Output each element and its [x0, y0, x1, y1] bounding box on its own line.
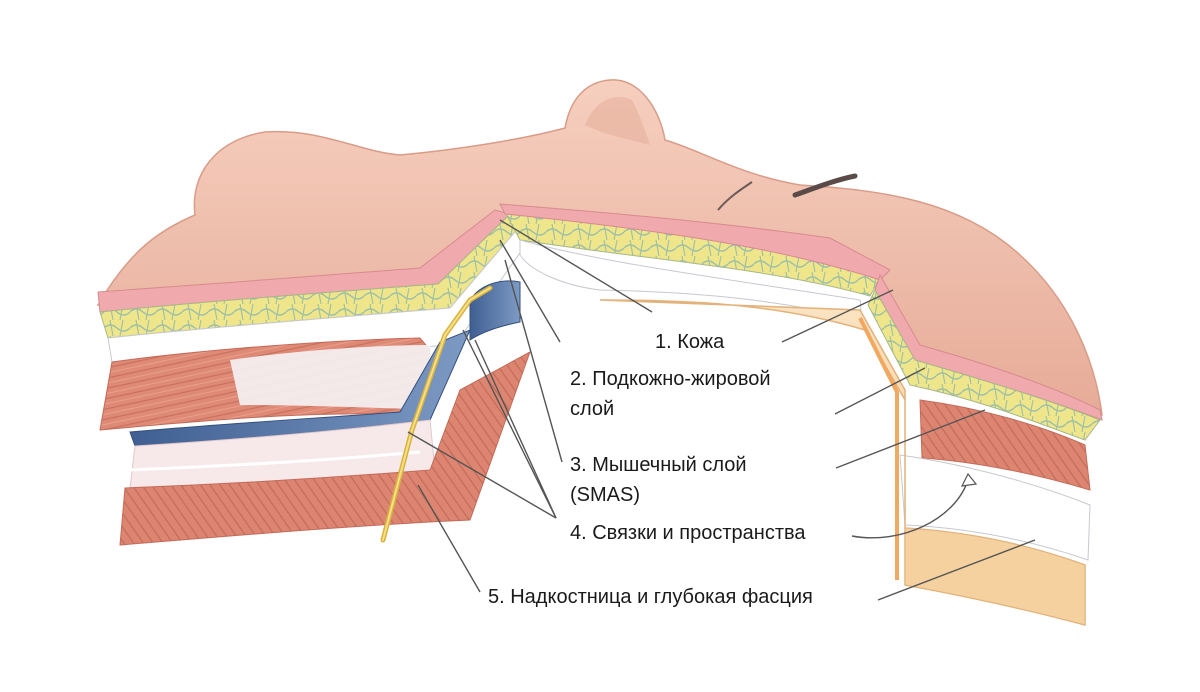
bone-bottom-face: [904, 527, 1086, 626]
eyelash-line: [717, 181, 753, 211]
ligament-arrowhead: [960, 472, 978, 487]
leader-lines: [407, 219, 1036, 601]
nose-shading: [585, 97, 650, 145]
label-ligaments: 4. Связки и пространства: [570, 522, 806, 544]
label-fat-line1: 2. Подкожно-жировой: [570, 368, 771, 390]
leader-line-periosteum-right: [877, 539, 1036, 601]
leader-line-muscle-left: [504, 259, 563, 463]
label-fat-line2: слой: [570, 398, 615, 420]
left-bottom-muscle: [119, 350, 531, 546]
leader-line-periosteum-left: [417, 484, 481, 593]
leader-line-ligament-right: [851, 479, 969, 539]
left-white-membrane: [230, 345, 440, 410]
label-periosteum: 5. Надкостница и глубокая фасция: [488, 586, 813, 608]
leader-line-fat-right: [834, 367, 926, 415]
label-skin: 1. Кожа: [655, 331, 725, 353]
label-muscle-line2: (SMAS): [570, 484, 640, 506]
right-white-layer: [899, 454, 1091, 561]
blue-pocket: [469, 280, 521, 341]
label-muscle-line1: 3. Мышечный слой: [570, 454, 747, 476]
right-fat-strip: [867, 288, 1101, 441]
leader-line-ligament-2: [474, 339, 557, 519]
eyebrow-line: [792, 173, 858, 198]
leader-line-skin-left: [499, 219, 653, 313]
leader-line-skin-right: [781, 289, 894, 343]
right-muscle-block: [919, 399, 1091, 491]
leader-line-muscle-right: [835, 409, 986, 469]
leader-line-ligament-1: [462, 329, 557, 519]
bone-cut-edge: [858, 317, 899, 580]
leader-line-fat-left: [499, 239, 561, 343]
left-inner-fascia-line: [127, 450, 421, 472]
probe-needle-highlight: [382, 287, 491, 541]
leader-line-ligament-3: [407, 431, 557, 519]
